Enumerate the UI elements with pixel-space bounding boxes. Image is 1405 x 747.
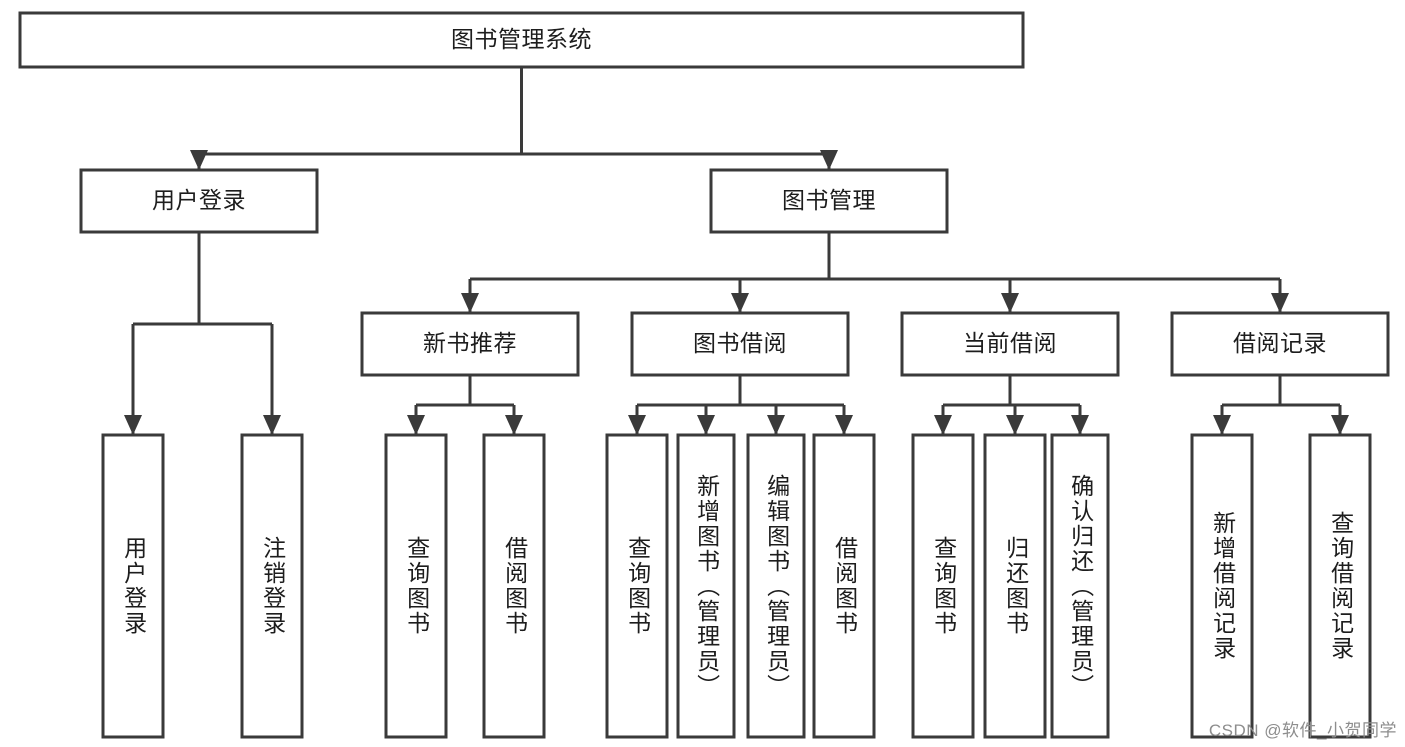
- arrow-head: [407, 415, 425, 435]
- arrow-head: [1213, 415, 1231, 435]
- node-box-leaf-add-record: [1190, 433, 1254, 739]
- csdn-watermark: CSDN @软件_小贺同学: [1208, 721, 1397, 740]
- node-box-borrow-record: [1170, 311, 1390, 377]
- arrow-head: [263, 415, 281, 435]
- arrow-head: [461, 293, 479, 313]
- arrow-head: [1071, 415, 1089, 435]
- arrow-head: [1001, 293, 1019, 313]
- node-box-leaf-edit-book: [746, 433, 806, 739]
- arrow-head: [934, 415, 952, 435]
- node-box-root: [18, 11, 1025, 69]
- connectors-layer: [124, 67, 1349, 435]
- node-box-leaf-logout: [240, 433, 304, 739]
- node-box-leaf-add-book: [676, 433, 736, 739]
- arrow-head: [124, 415, 142, 435]
- arrow-head: [731, 293, 749, 313]
- boxes-layer: [18, 11, 1390, 739]
- arrow-head: [505, 415, 523, 435]
- node-box-leaf-query-book-1: [384, 433, 448, 739]
- node-box-leaf-confirm-return: [1050, 433, 1110, 739]
- arrow-head: [1271, 293, 1289, 313]
- arrow-head: [820, 150, 838, 170]
- node-box-book-manage: [709, 168, 949, 234]
- node-box-leaf-borrow-book-1: [482, 433, 546, 739]
- node-box-leaf-user-login: [101, 433, 165, 739]
- arrow-head: [1331, 415, 1349, 435]
- node-box-leaf-return-book: [983, 433, 1047, 739]
- arrow-head: [835, 415, 853, 435]
- node-box-new-book-rec: [360, 311, 580, 377]
- node-box-leaf-borrow-book-2: [812, 433, 876, 739]
- node-box-leaf-query-book-3: [911, 433, 975, 739]
- arrow-head: [697, 415, 715, 435]
- node-box-book-borrow: [630, 311, 850, 377]
- node-box-leaf-query-book-2: [605, 433, 669, 739]
- arrow-head: [190, 150, 208, 170]
- arrow-head: [767, 415, 785, 435]
- node-box-leaf-query-record: [1308, 433, 1372, 739]
- node-box-user-login: [79, 168, 319, 234]
- node-box-current-borrow: [900, 311, 1120, 377]
- arrow-head: [1006, 415, 1024, 435]
- arrow-head: [628, 415, 646, 435]
